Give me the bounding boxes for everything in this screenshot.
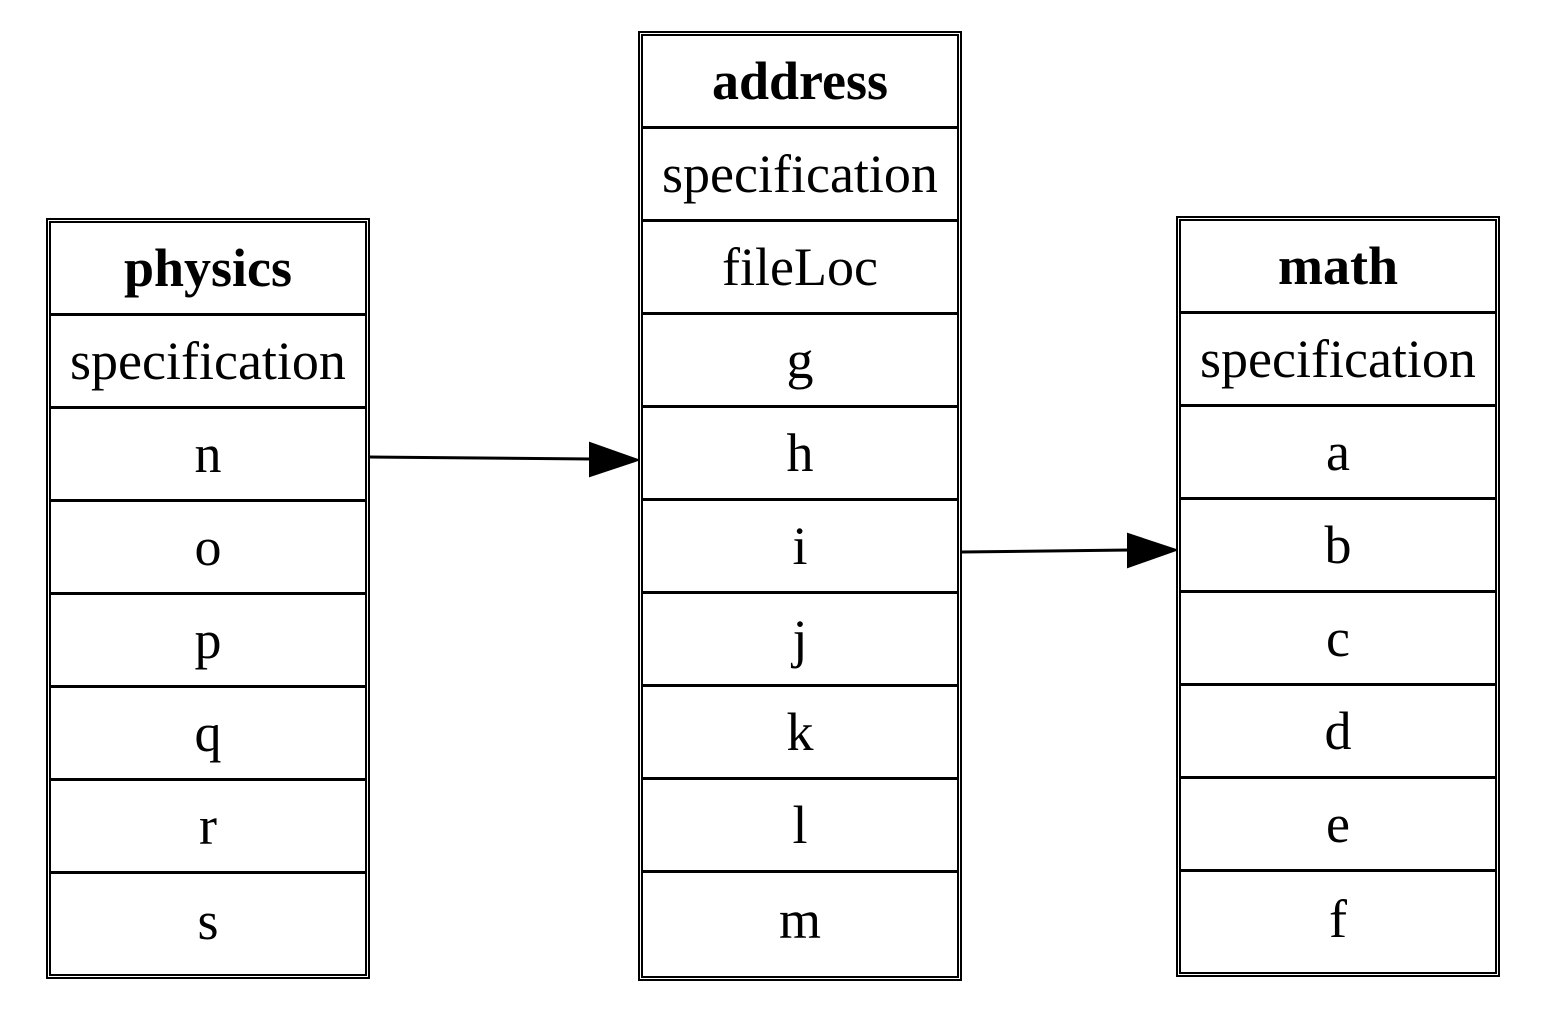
field-specification: specification [1181,314,1495,407]
arrowhead-icon [1127,532,1180,569]
edge-physics-n-to-address-h [369,441,642,478]
field-h: h [643,408,957,501]
table-title: physics [51,223,365,316]
field-r: r [51,781,365,874]
field-c: c [1181,593,1495,686]
table-math: math specification a b c d e f [1176,216,1500,977]
field-m: m [778,889,821,950]
arrowhead-icon [589,441,642,478]
table-title: address [643,36,957,129]
field-g: g [643,315,957,408]
field-f: f [1329,888,1347,949]
field-n: n [51,409,365,502]
table-address: address specification fileLoc g h i j k … [638,31,962,981]
field-i: i [643,501,957,594]
field-e: e [1181,779,1495,872]
field-specification: specification [643,129,957,222]
field-k: k [643,687,957,780]
table-physics: physics specification n o p q r s [46,218,370,979]
field-b: b [1181,500,1495,593]
field-p: p [51,595,365,688]
field-q: q [51,688,365,781]
edge-address-i-to-math-b [961,532,1180,569]
field-d: d [1181,686,1495,779]
field-o: o [51,502,365,595]
field-a: a [1181,407,1495,500]
table-title: math [1181,221,1495,314]
field-fileloc: fileLoc [643,222,957,315]
field-specification: specification [51,316,365,409]
field-s: s [197,890,219,951]
field-j: j [643,594,957,687]
field-l: l [643,780,957,873]
